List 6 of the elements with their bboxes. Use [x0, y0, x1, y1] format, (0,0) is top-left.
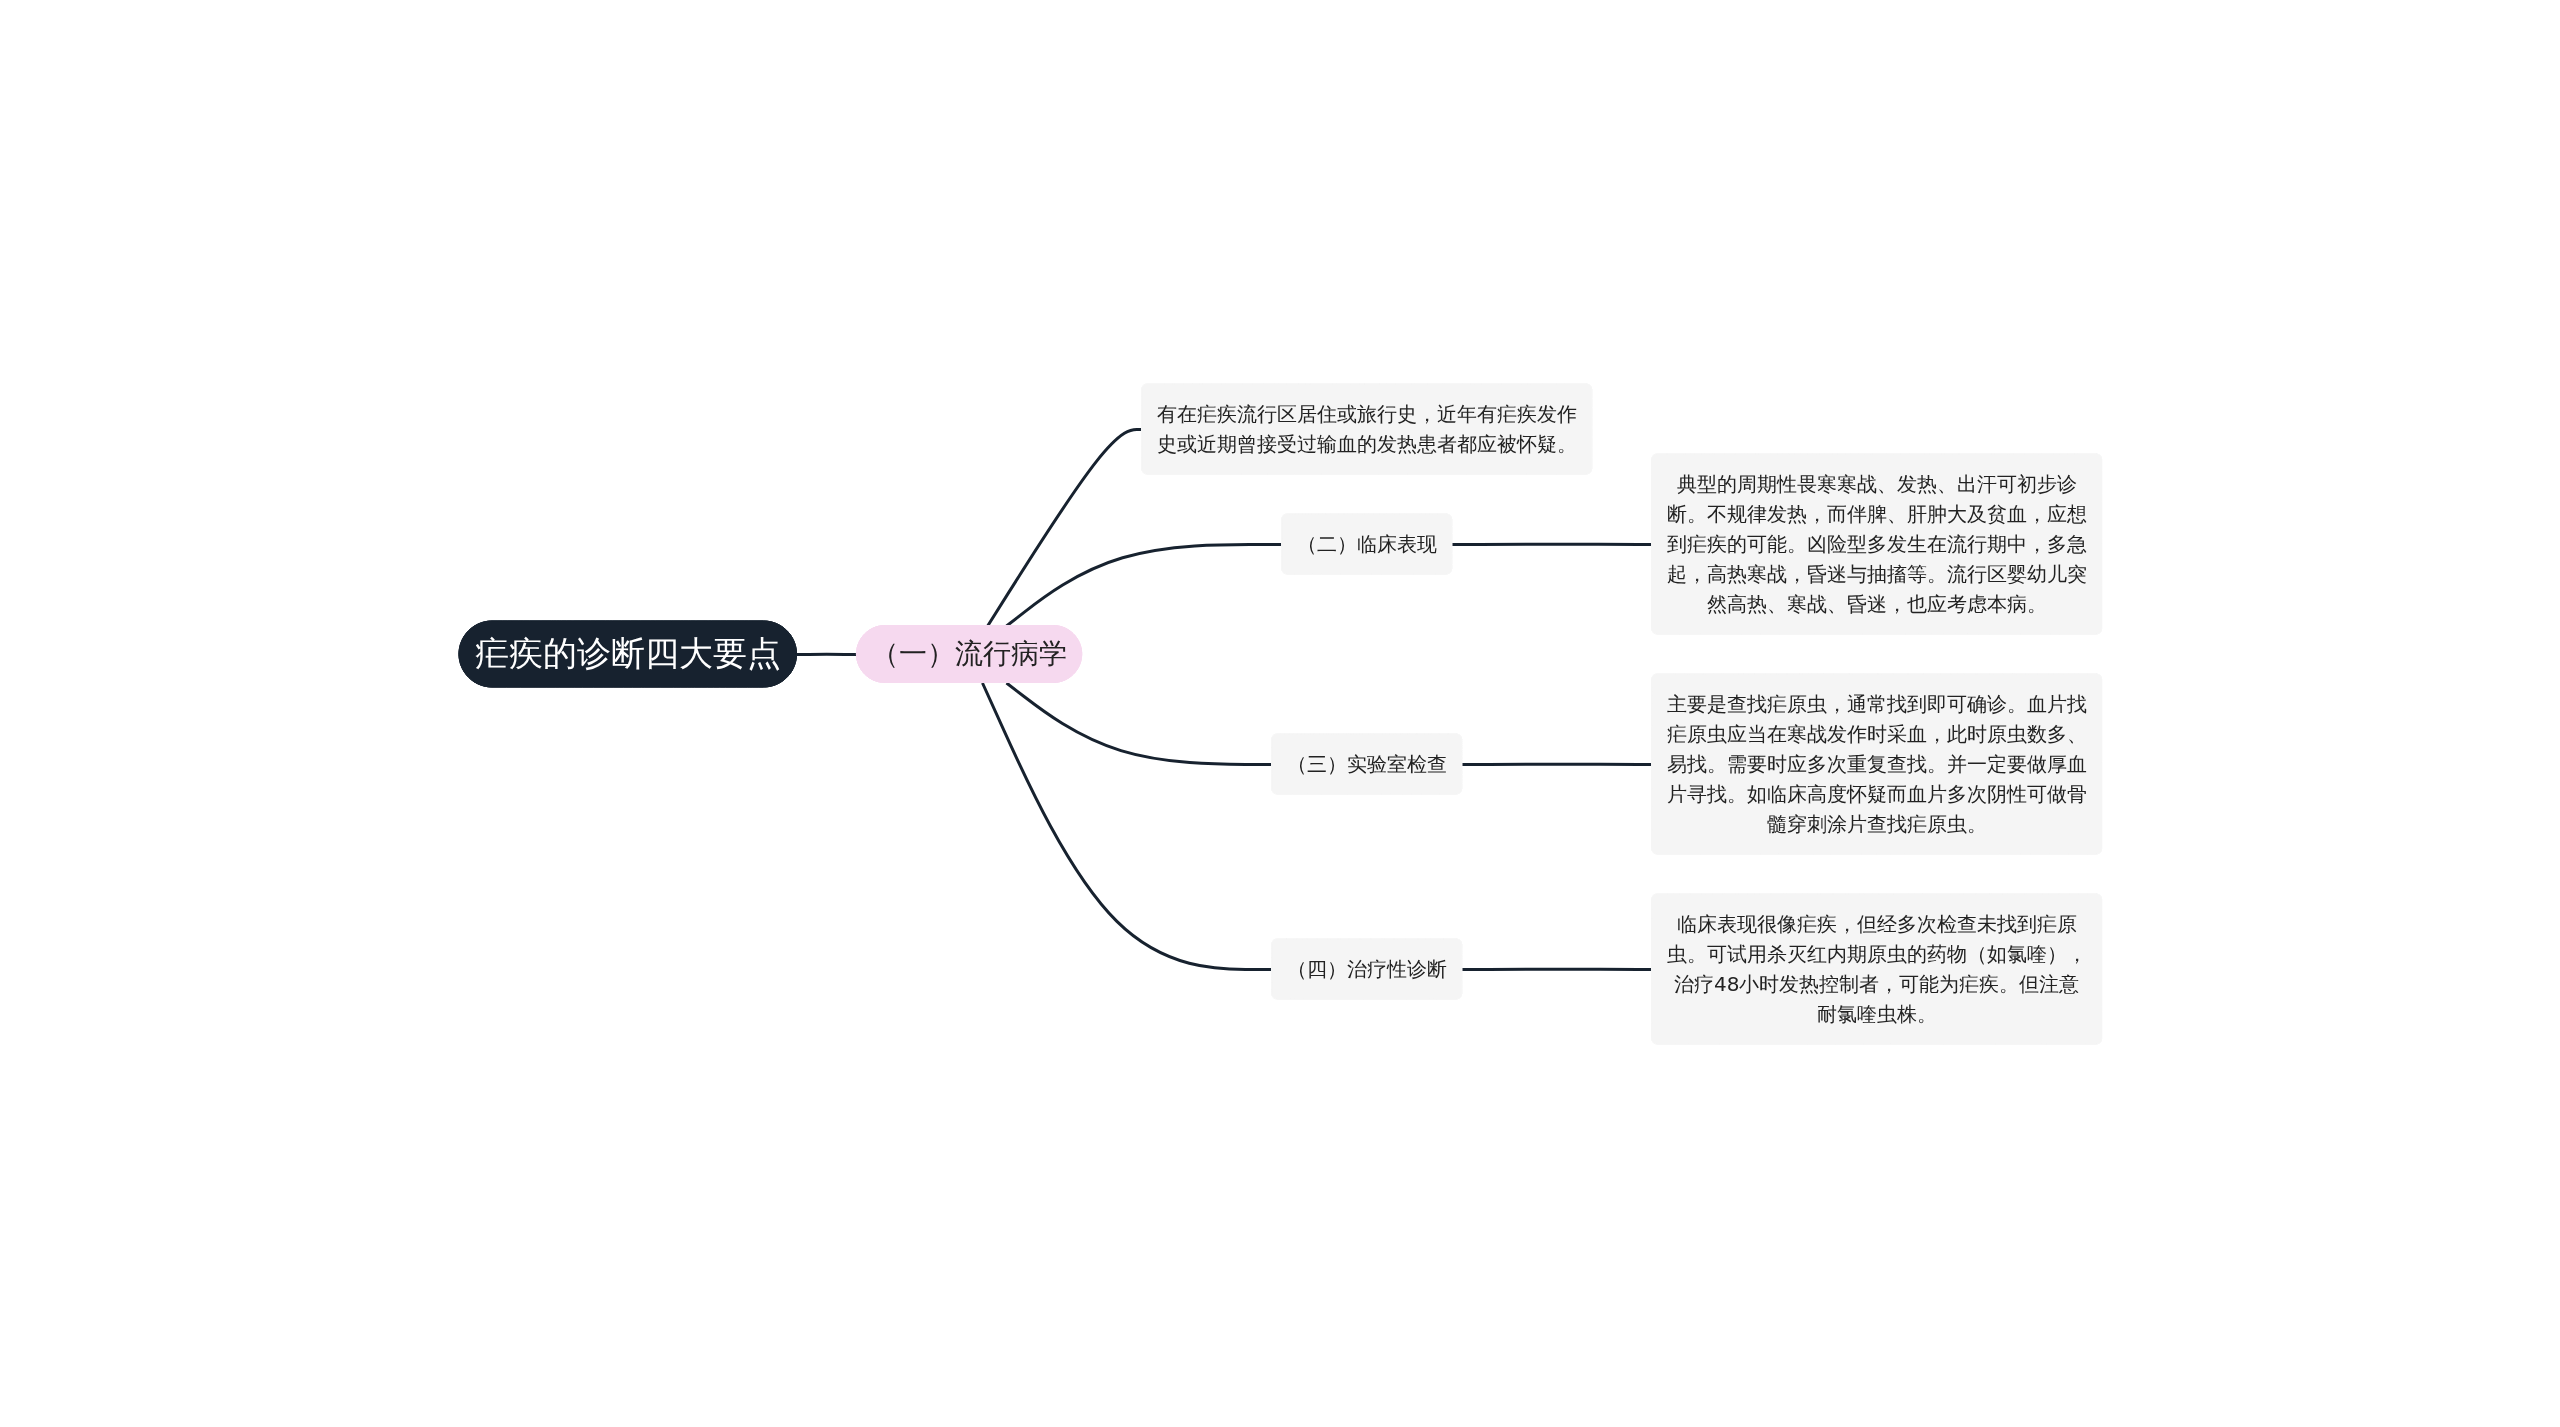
connector	[1451, 542, 1652, 546]
connector	[1461, 762, 1652, 766]
connector	[1005, 681, 1272, 766]
connector	[980, 681, 1272, 971]
connector	[1461, 967, 1652, 971]
connector	[796, 652, 857, 656]
